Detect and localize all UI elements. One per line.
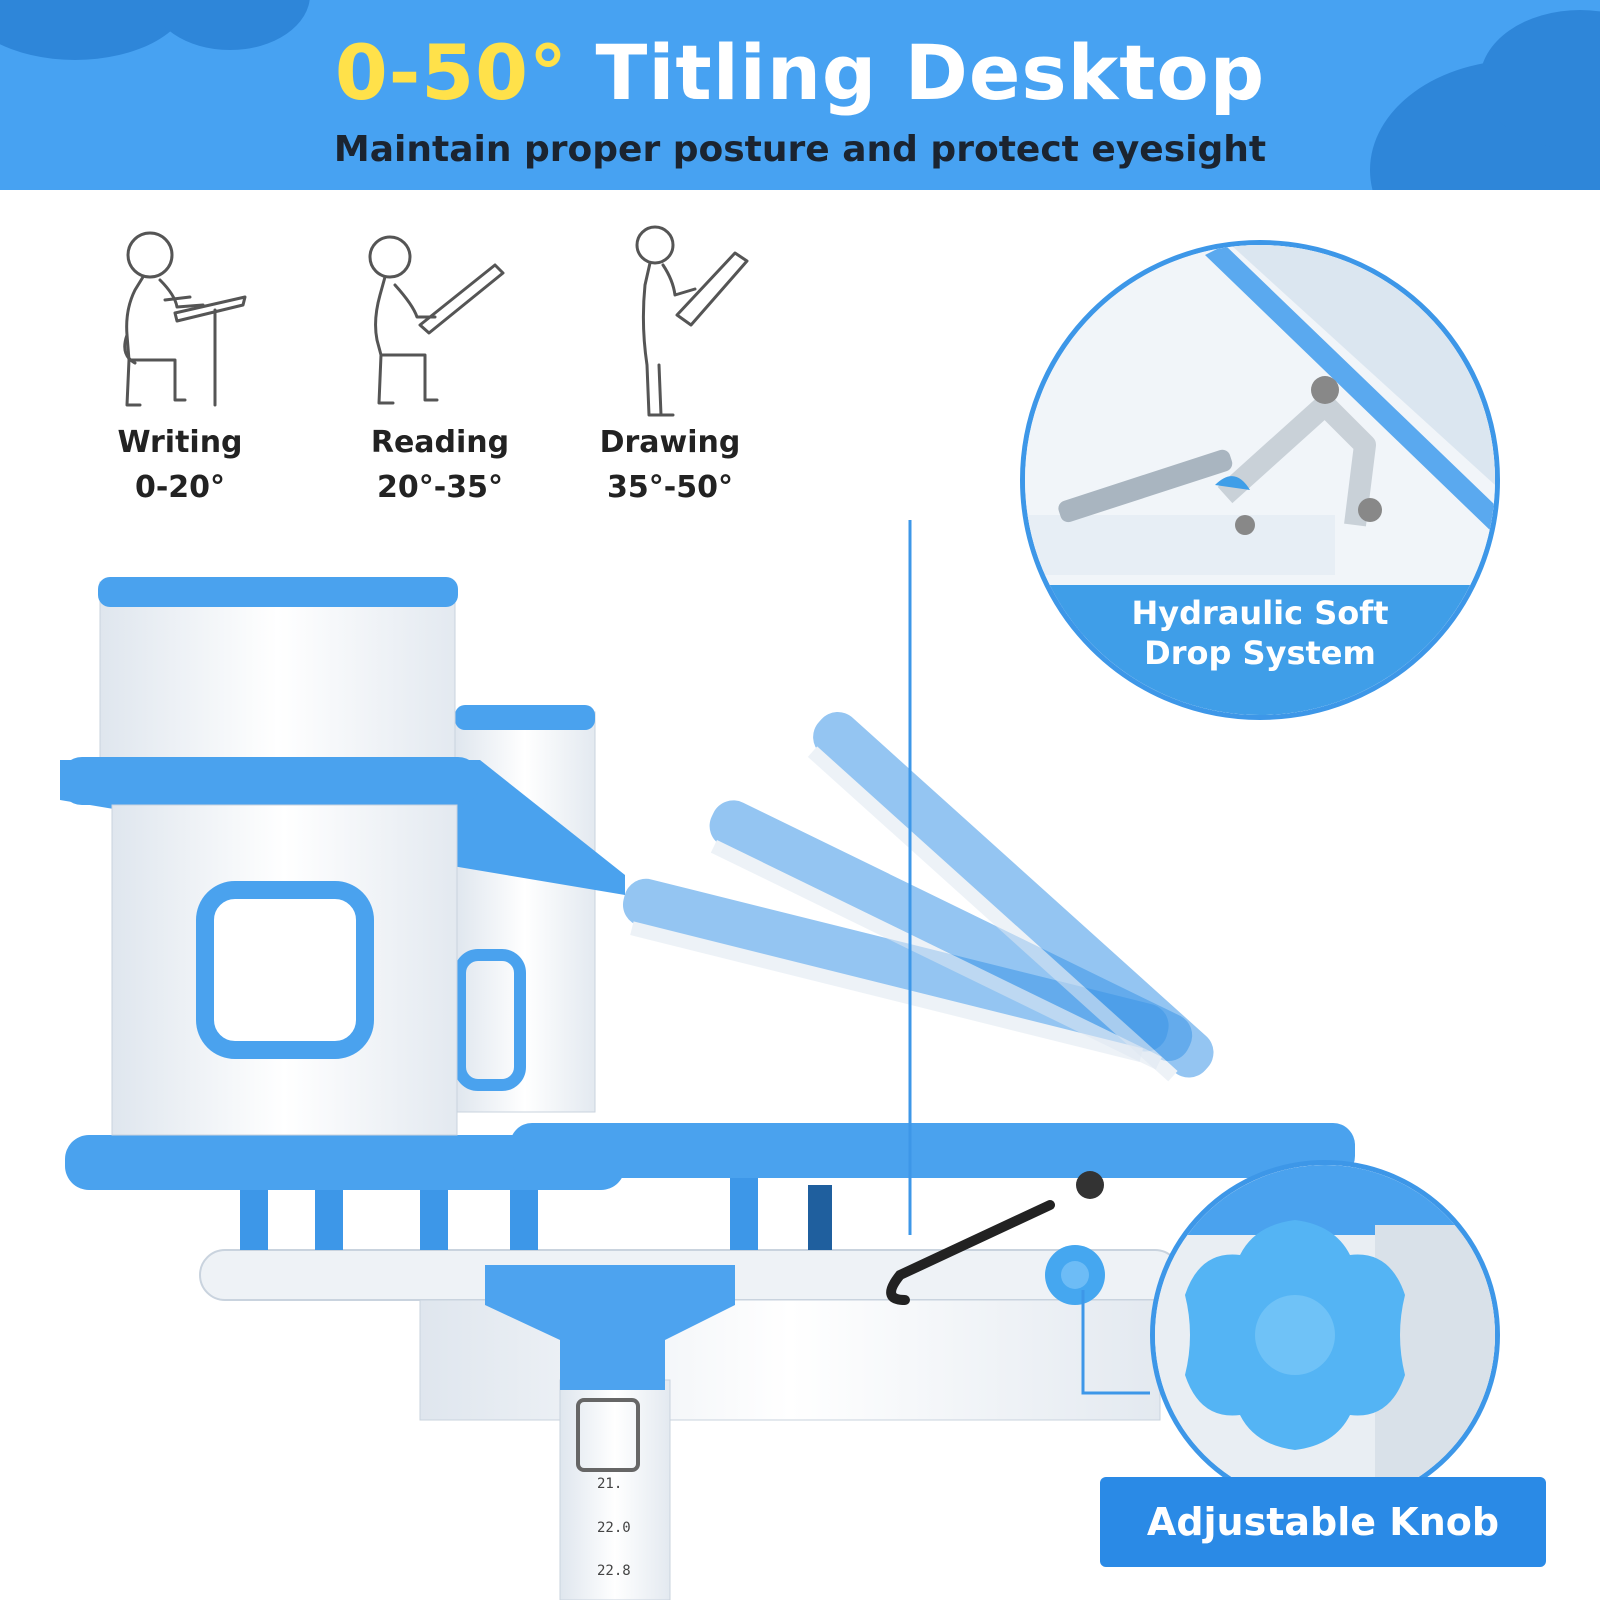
hydraulic-label-line-1: Hydraulic Soft	[1131, 594, 1389, 632]
support-pegs	[240, 1170, 832, 1250]
hydraulic-label-line-2: Drop System	[1144, 634, 1376, 672]
knob-detail-illustration	[1155, 1165, 1495, 1505]
title-accent: 0-50°	[334, 28, 569, 117]
leg-bracket	[485, 1265, 735, 1390]
posture-reading-label: Reading	[370, 425, 510, 460]
writing-figure-icon	[123, 231, 247, 407]
posture-writing: Writing 0-20°	[65, 225, 295, 515]
posture-drawing-range: 35°-50°	[607, 470, 733, 505]
page-title: 0-50° Titling Desktop	[0, 28, 1600, 118]
posture-reading-range: 20°-35°	[377, 470, 503, 505]
knob-callout	[1150, 1160, 1500, 1510]
scale-mark-3: 22.8	[597, 1563, 631, 1579]
adjustable-knob-icon	[1185, 1220, 1405, 1450]
hinge-bolt	[1076, 1171, 1104, 1199]
scale-mark-1: 21.	[597, 1476, 622, 1492]
desk-surface-fixed	[510, 1123, 1355, 1178]
height-latch-icon	[576, 1398, 640, 1472]
top-storage-box	[99, 581, 456, 763]
adjustment-slot	[886, 1200, 1055, 1305]
posture-drawing-label: Drawing	[599, 425, 741, 460]
posture-drawing: Drawing 35°-50°	[555, 225, 785, 515]
desk-illustration: 21. 22.0 22.8	[60, 520, 1355, 1600]
knob-guide-line	[1081, 1290, 1150, 1395]
drawing-figure-icon	[635, 225, 749, 417]
lower-shelf	[65, 1135, 625, 1190]
knob-small-icon	[1045, 1245, 1105, 1305]
title-rest: Titling Desktop	[595, 28, 1266, 117]
posture-reading: Reading 20°-35°	[325, 225, 555, 515]
posture-writing-label: Writing	[117, 425, 243, 460]
header-banner: 0-50° Titling Desktop Maintain proper po…	[0, 0, 1600, 190]
tilting-desktop-positions	[622, 712, 1214, 1082]
hydraulic-callout-label: Hydraulic Soft Drop System	[1025, 585, 1495, 715]
adjustable-knob-label: Adjustable Knob	[1100, 1477, 1546, 1567]
hydraulic-guide-line	[908, 520, 912, 1235]
box-handle-cutout	[196, 881, 374, 1059]
posture-writing-range: 0-20°	[134, 470, 226, 505]
hydraulic-callout: Hydraulic Soft Drop System	[1020, 240, 1500, 720]
reading-figure-icon	[368, 235, 505, 405]
scale-mark-2: 22.0	[597, 1520, 631, 1536]
page-subtitle: Maintain proper posture and protect eyes…	[333, 129, 1267, 170]
